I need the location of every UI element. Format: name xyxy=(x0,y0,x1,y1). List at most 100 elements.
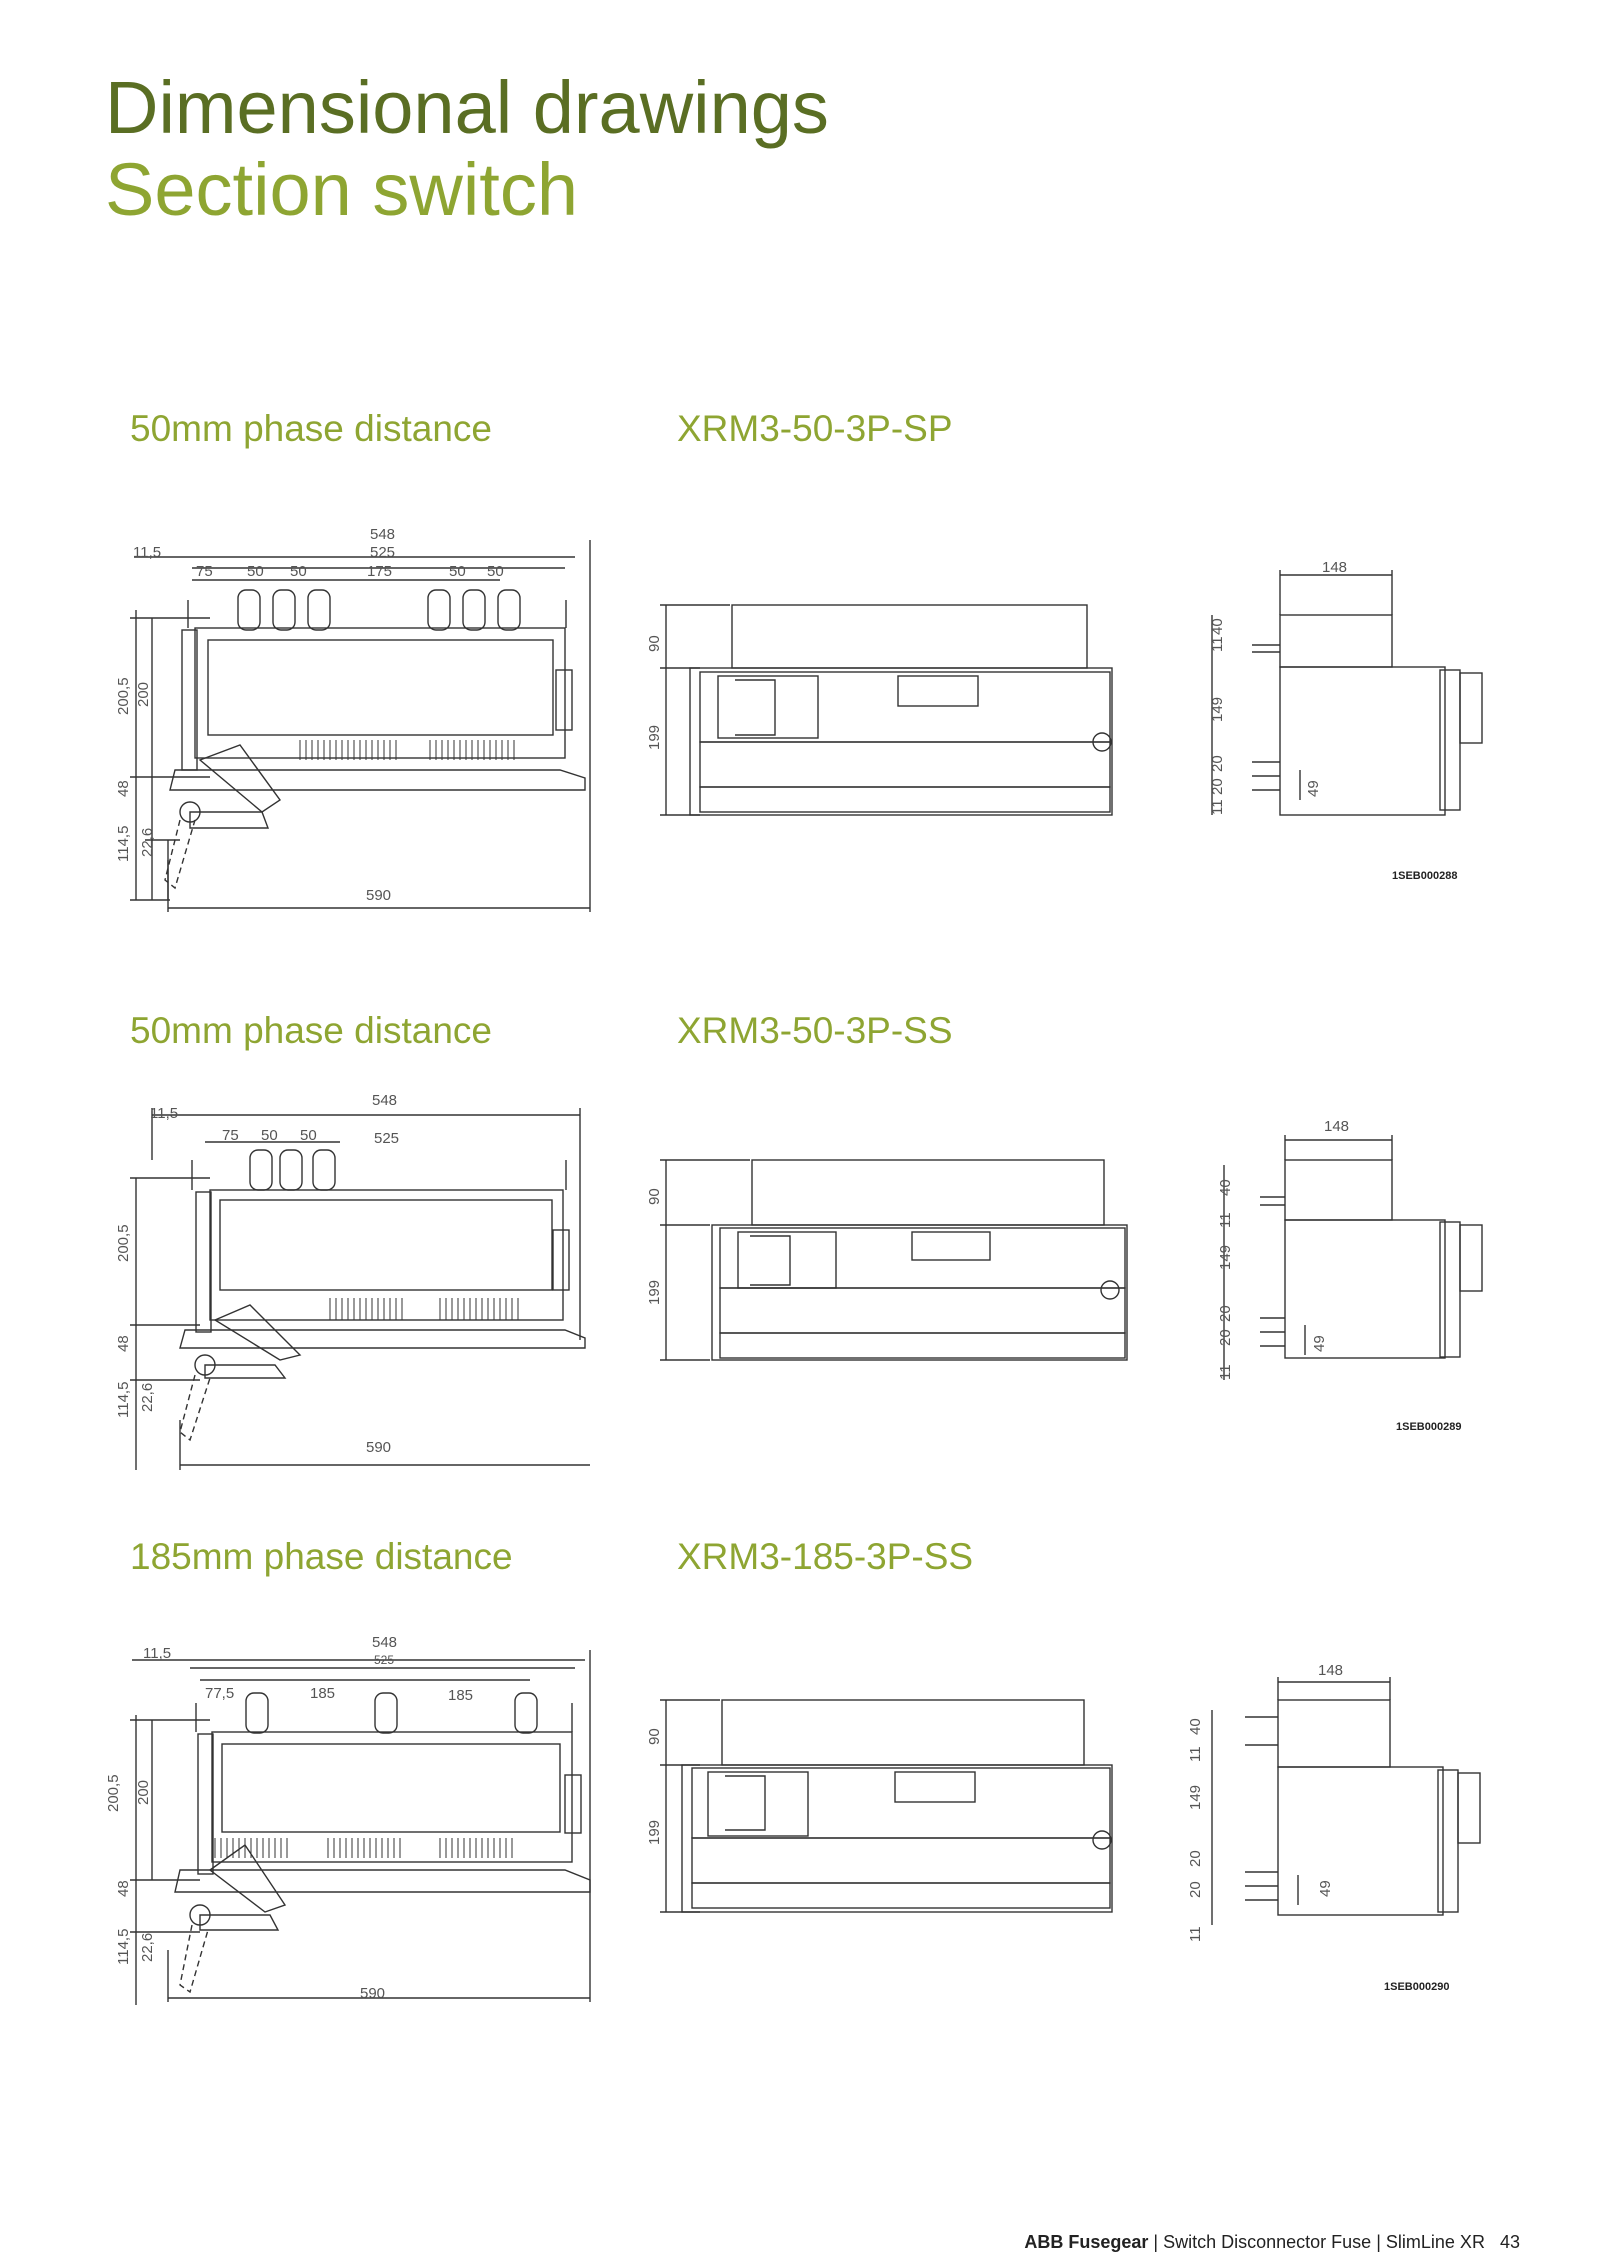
dim-pitch-1: 75 xyxy=(196,563,213,580)
section-2-front-view xyxy=(130,1108,590,1470)
dim-49: 49 xyxy=(1311,1335,1328,1352)
dim-11: 11 xyxy=(1187,1746,1204,1762)
section-2-dimension-labels: 548 525 11,5 75 50 50 200,5 48 114,5 22,… xyxy=(115,1092,1461,1456)
dim-20b: 20 xyxy=(1209,778,1226,795)
dim-200-5: 200,5 xyxy=(115,677,132,715)
dim-11b: 11 xyxy=(1217,1364,1234,1380)
dim-49: 49 xyxy=(1317,1880,1334,1897)
section-3-side-view xyxy=(660,1699,1113,1913)
footer-product: Switch Disconnector Fuse xyxy=(1163,2232,1372,2252)
dim-11b: 11 xyxy=(1209,799,1226,815)
dim-90: 90 xyxy=(646,1728,663,1745)
dim-90: 90 xyxy=(646,635,663,652)
section-1-phase-label: 50mm phase distance xyxy=(130,408,492,449)
dim-90: 90 xyxy=(646,1188,663,1205)
section-1-dimension-labels: 548 525 11,5 75 50 50 175 50 50 200,5 20… xyxy=(115,526,1457,904)
dim-pitch-2: 50 xyxy=(247,563,264,580)
dim-pitch-2: 185 xyxy=(310,1685,335,1702)
dim-114-5: 114,5 xyxy=(115,1929,132,1965)
section-2-side-view xyxy=(660,1159,1128,1361)
dim-pitch-1: 77,5 xyxy=(205,1685,234,1702)
dim-pitch-1: 75 xyxy=(222,1127,239,1144)
dim-548: 548 xyxy=(372,1634,397,1651)
section-1-front-view xyxy=(130,540,591,912)
dim-525: 525 xyxy=(370,544,395,561)
section-2-drawings xyxy=(130,1108,1483,1470)
dim-149: 149 xyxy=(1187,1785,1204,1810)
dim-pitch-5: 50 xyxy=(449,563,466,580)
section-3-model-label: XRM3-185-3P-SS xyxy=(677,1536,974,1577)
dim-pitch-3: 50 xyxy=(290,563,307,580)
dim-48: 48 xyxy=(115,1335,132,1352)
dim-49: 49 xyxy=(1305,780,1322,797)
section-1-end-view xyxy=(1211,570,1483,816)
dim-20b: 20 xyxy=(1217,1329,1234,1346)
dim-590: 590 xyxy=(366,887,391,904)
page-subtitle: Section switch xyxy=(105,148,578,231)
section-3-phase-label: 185mm phase distance xyxy=(130,1536,513,1577)
page-footer: ABB Fusegear | Switch Disconnector Fuse … xyxy=(1024,2232,1520,2253)
drawing-code: 1SEB000288 xyxy=(1392,870,1457,882)
footer-separator-2: | xyxy=(1376,2232,1381,2252)
dim-590: 590 xyxy=(366,1439,391,1456)
dim-20a: 20 xyxy=(1217,1305,1234,1322)
dim-11b: 11 xyxy=(1187,1926,1204,1942)
dim-149: 149 xyxy=(1217,1245,1234,1270)
dim-pitch-3: 50 xyxy=(300,1127,317,1144)
dim-22-6: 22,6 xyxy=(139,1383,156,1412)
dim-20a: 20 xyxy=(1209,755,1226,772)
footer-series: SlimLine XR xyxy=(1385,2232,1485,2252)
dim-11-5: 11,5 xyxy=(143,1645,171,1662)
dim-pitch-2: 50 xyxy=(261,1127,278,1144)
dim-114-5: 114,5 xyxy=(115,826,132,862)
dim-199: 199 xyxy=(646,1280,663,1305)
dim-11: 11 xyxy=(1209,636,1226,652)
dim-48: 48 xyxy=(115,1880,132,1897)
dim-548: 548 xyxy=(372,1092,397,1109)
section-3-front-view xyxy=(130,1650,591,2005)
dim-148: 148 xyxy=(1324,1118,1349,1135)
dim-148: 148 xyxy=(1322,559,1347,576)
dim-22-6: 22,6 xyxy=(139,828,156,857)
section-3-drawings xyxy=(130,1650,1481,2005)
dim-11-5: 11,5 xyxy=(133,544,161,561)
dim-200-5: 200,5 xyxy=(105,1774,122,1812)
dim-40: 40 xyxy=(1187,1718,1204,1735)
section-1-drawings xyxy=(130,540,1483,912)
dim-148: 148 xyxy=(1318,1662,1343,1679)
drawing-code: 1SEB000289 xyxy=(1396,1421,1461,1433)
section-1-side-view xyxy=(660,604,1113,816)
dim-200: 200 xyxy=(135,682,152,707)
section-2-end-view xyxy=(1223,1135,1483,1380)
dim-20a: 20 xyxy=(1187,1850,1204,1867)
dim-pitch-4: 175 xyxy=(367,563,392,580)
dim-590: 590 xyxy=(360,1985,385,2002)
dim-525: 525 xyxy=(374,1130,399,1147)
dim-525: 525 xyxy=(374,1653,394,1667)
dim-114-5: 114,5 xyxy=(115,1382,132,1418)
footer-separator-1: | xyxy=(1153,2232,1159,2252)
page-number: 43 xyxy=(1499,2232,1520,2252)
dim-149: 149 xyxy=(1209,697,1226,722)
dim-11-5: 11,5 xyxy=(150,1105,178,1122)
section-2-phase-label: 50mm phase distance xyxy=(130,1010,492,1051)
dim-pitch-3: 185 xyxy=(448,1687,473,1704)
page-title: Dimensional drawings xyxy=(105,66,829,149)
dim-199: 199 xyxy=(646,725,663,750)
dim-20b: 20 xyxy=(1187,1881,1204,1898)
dim-548: 548 xyxy=(370,526,395,543)
section-2-model-label: XRM3-50-3P-SS xyxy=(677,1010,953,1051)
dim-pitch-6: 50 xyxy=(487,563,504,580)
dim-40: 40 xyxy=(1217,1179,1234,1196)
section-1-model-label: XRM3-50-3P-SP xyxy=(677,408,953,449)
dim-11: 11 xyxy=(1217,1212,1234,1228)
drawing-code: 1SEB000290 xyxy=(1384,1981,1449,1993)
dim-200-5: 200,5 xyxy=(115,1224,132,1262)
footer-brand: ABB Fusegear xyxy=(1024,2232,1149,2252)
dim-48: 48 xyxy=(115,780,132,797)
dim-199: 199 xyxy=(646,1820,663,1845)
dim-200: 200 xyxy=(135,1780,152,1805)
dim-40: 40 xyxy=(1209,618,1226,635)
dim-22-6: 22,6 xyxy=(139,1933,156,1962)
